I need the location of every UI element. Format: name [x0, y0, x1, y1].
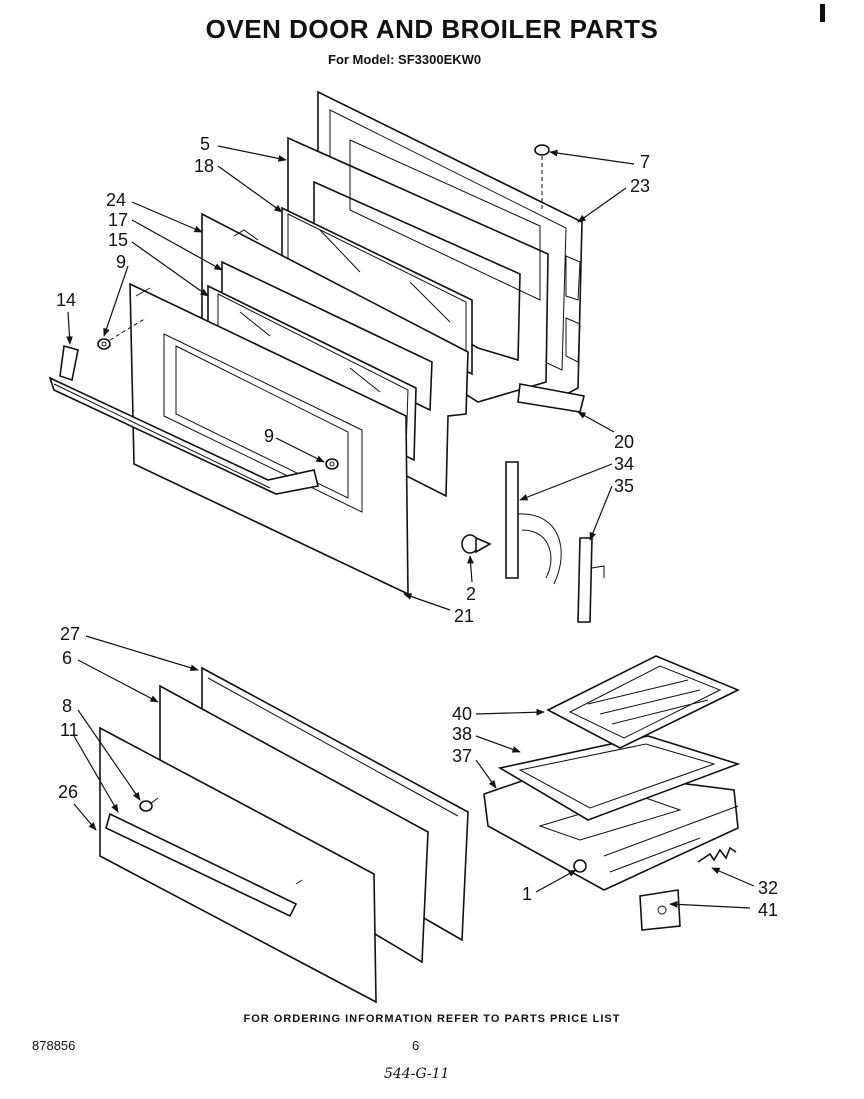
callout-40: 40: [452, 704, 472, 724]
callout-37: 37: [452, 746, 472, 766]
callout-1: 1: [522, 884, 532, 904]
callout-17: 17: [108, 210, 128, 230]
callout-41: 41: [758, 900, 778, 920]
callout-18: 18: [194, 156, 214, 176]
callout-34: 34: [614, 454, 634, 474]
callout-23: 23: [630, 176, 650, 196]
broiler-pan: [497, 735, 741, 821]
document-number: 878856: [32, 1038, 76, 1053]
leader-lines: [66, 145, 755, 909]
callout-2: 2: [466, 584, 476, 604]
callout-14: 14: [56, 290, 76, 310]
broiler-roller: [573, 859, 587, 873]
callout-7: 7: [640, 152, 650, 172]
callout-8: 8: [62, 696, 72, 716]
callout-5: 5: [200, 134, 210, 154]
page-number: 6: [412, 1038, 420, 1053]
callout-11: 11: [60, 720, 79, 740]
handle-spacer-top: [97, 317, 147, 350]
callout-15: 15: [108, 230, 128, 250]
door-hinge: [505, 461, 562, 585]
screw-top: [534, 144, 550, 212]
broiler-bracket: [639, 889, 681, 931]
door-handle: [48, 344, 319, 495]
broiler-spring: [697, 846, 737, 863]
ordering-note: FOR ORDERING INFORMATION REFER TO PARTS …: [243, 1013, 621, 1025]
callout-20: 20: [614, 432, 634, 452]
callout-21: 21: [454, 606, 474, 626]
callout-38: 38: [452, 724, 472, 744]
callout-35: 35: [614, 476, 634, 496]
callout-24: 24: [106, 190, 126, 210]
handle-spacer-bottom: [325, 458, 339, 470]
page-title: OVEN DOOR AND BROILER PARTS: [205, 14, 659, 44]
callout-27: 27: [60, 624, 80, 644]
broiler-grid: [546, 655, 740, 749]
callout-9-top: 9: [116, 252, 126, 272]
handwritten-note: 544-G-11: [384, 1066, 450, 1082]
callout-9-bottom: 9: [264, 426, 274, 446]
callout-6: 6: [62, 648, 72, 668]
model-subtitle: For Model: SF3300EKW0: [328, 52, 482, 67]
corner-mark: [820, 4, 825, 22]
callout-32: 32: [758, 878, 778, 898]
door-bumper: [461, 534, 492, 554]
callout-26: 26: [58, 782, 78, 802]
hinge-receiver: [577, 537, 605, 623]
broiler-drawer-front: [99, 726, 377, 1004]
